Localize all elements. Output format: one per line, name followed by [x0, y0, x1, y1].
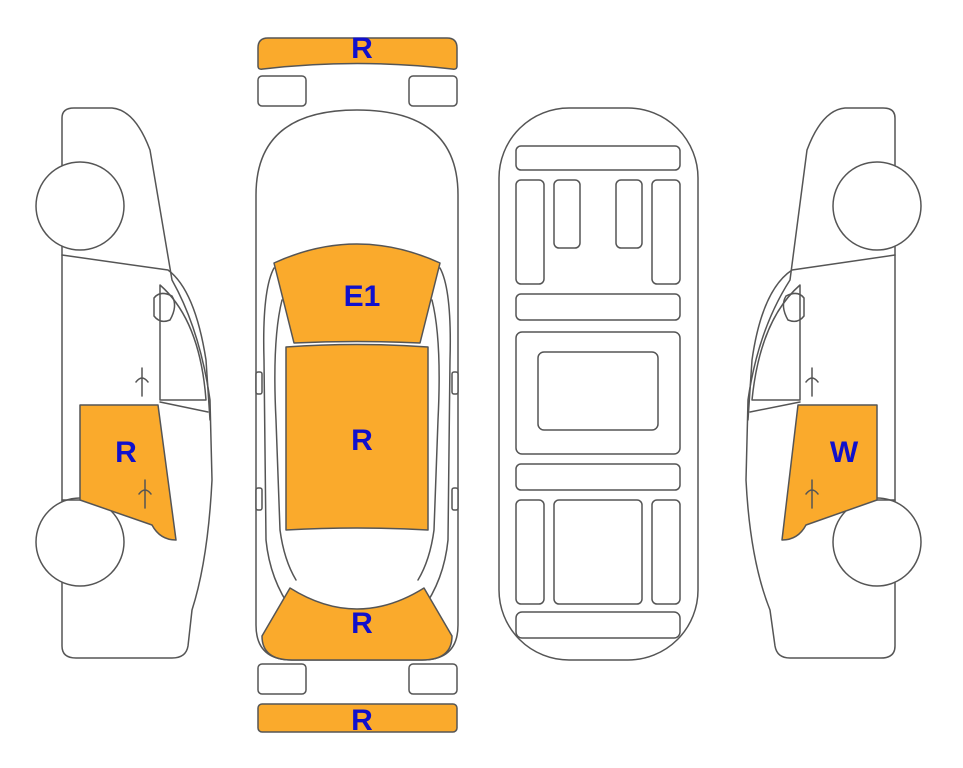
right-side-window [421, 267, 452, 611]
underbody-view [498, 107, 699, 661]
left-side-view: R [35, 107, 213, 659]
left-rear-handle [255, 487, 263, 511]
underbody-center-panel [537, 351, 659, 431]
left-rear-handle [138, 479, 152, 509]
underbody-front-inner-right [615, 179, 643, 249]
left-taillight [257, 663, 307, 695]
roof-label: R [351, 424, 373, 457]
left-headlight [257, 75, 307, 107]
hood-panel[interactable] [273, 243, 441, 344]
underbody-back-bar [515, 611, 681, 639]
right-side-label: W [830, 436, 859, 469]
right-rear-door-panel[interactable] [781, 404, 878, 541]
right-front-wheel [832, 161, 922, 251]
underbody-front-inner-left [553, 179, 581, 249]
left-side-window [262, 267, 293, 611]
right-side-view: W [745, 107, 922, 659]
right-side-door-line [749, 401, 801, 413]
right-mirror [451, 371, 459, 395]
trunk-panel[interactable] [261, 587, 453, 661]
roof-panel[interactable] [285, 343, 429, 531]
trunk-label: R [351, 607, 373, 640]
left-side-door-line [159, 401, 209, 413]
right-side-beltline [747, 254, 896, 421]
right-taillight [408, 663, 458, 695]
right-mirror-shape [782, 292, 805, 323]
rear-bumper-panel[interactable] [257, 703, 458, 733]
right-rear-handle [805, 479, 819, 509]
right-side-window-inner [417, 299, 440, 581]
left-mirror [255, 371, 263, 395]
left-side-label: R [115, 436, 137, 469]
underbody-front-bar [515, 145, 681, 171]
left-side-window-inner [274, 299, 297, 581]
front-bumper-label: R [351, 32, 373, 65]
right-rear-handle [451, 487, 459, 511]
top-view-car: R E1 R R R [255, 32, 459, 737]
underbody-rear-right [651, 499, 681, 605]
front-bumper-panel[interactable] [257, 37, 458, 70]
left-front-handle [135, 367, 149, 397]
hood-label: E1 [344, 280, 381, 313]
right-headlight [408, 75, 458, 107]
underbody-rear-bar [515, 463, 681, 491]
left-side-beltline [61, 254, 211, 421]
underbody-front-right [651, 179, 681, 285]
right-side-window [751, 284, 801, 401]
underbody-rear-center [553, 499, 643, 605]
left-rear-door-panel[interactable] [79, 404, 177, 541]
left-mirror-shape [153, 292, 176, 323]
underbody-mid-bar [515, 293, 681, 321]
left-front-wheel [35, 161, 125, 251]
underbody-rear-left [515, 499, 545, 605]
rear-bumper-label: R [351, 704, 373, 737]
right-front-handle [805, 367, 819, 397]
underbody-front-left [515, 179, 545, 285]
